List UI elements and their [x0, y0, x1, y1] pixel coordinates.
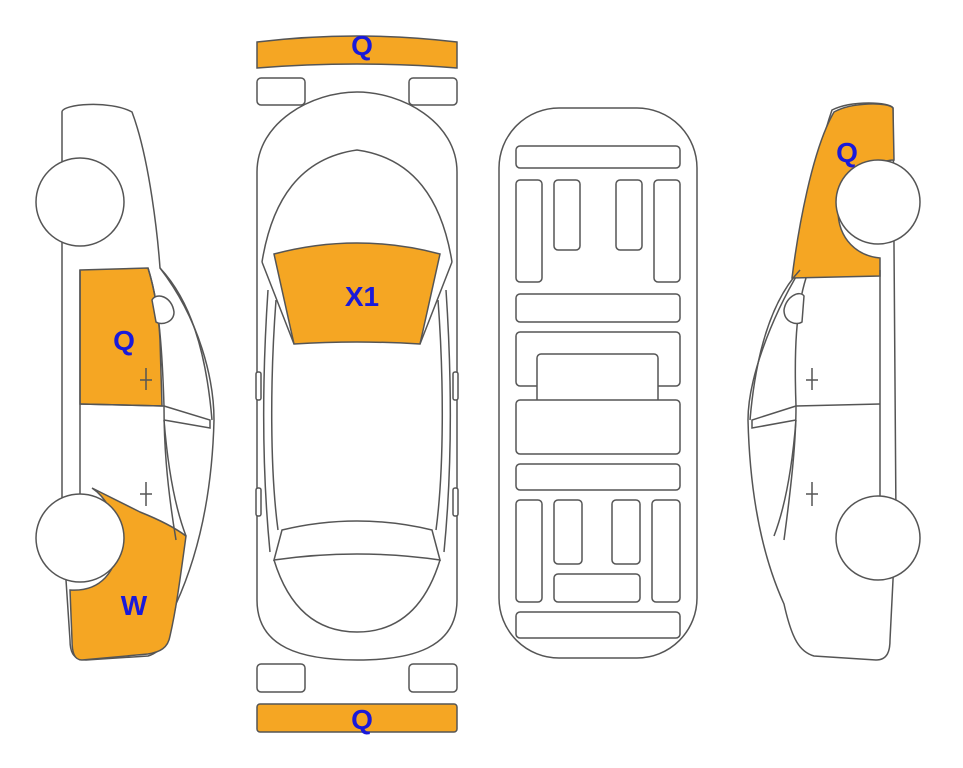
- left-side-view: Q W: [35, 103, 215, 661]
- right-front-fender-label: Q: [836, 137, 858, 168]
- front-right-headlight: [408, 77, 458, 106]
- rear-bumper-damage[interactable]: [256, 703, 458, 733]
- right-side-view: Q: [747, 102, 921, 661]
- front-bumper-label: Q: [351, 30, 373, 61]
- left-front-wheel: [35, 157, 125, 247]
- windshield-damage[interactable]: [273, 242, 441, 345]
- right-rear-wheel: [835, 495, 921, 581]
- front-bumper-group: Q: [256, 30, 458, 106]
- front-left-headlight: [256, 77, 306, 106]
- left-rear-quarter-label: W: [121, 590, 148, 621]
- rear-bumper-group: Q: [256, 663, 458, 735]
- windshield-label: X1: [345, 281, 379, 312]
- left-front-door-label: Q: [113, 325, 135, 356]
- underbody-view: [498, 107, 698, 659]
- car-top-view: X1: [255, 91, 459, 661]
- front-bumper-damage[interactable]: [256, 35, 458, 69]
- rear-bumper-label: Q: [351, 704, 373, 735]
- right-front-fender-damage[interactable]: [791, 103, 895, 279]
- left-rear-wheel: [35, 493, 125, 583]
- top-view-body: [256, 91, 458, 661]
- rear-left-taillight: [256, 663, 306, 693]
- rear-right-taillight: [408, 663, 458, 693]
- right-front-wheel: [835, 159, 921, 245]
